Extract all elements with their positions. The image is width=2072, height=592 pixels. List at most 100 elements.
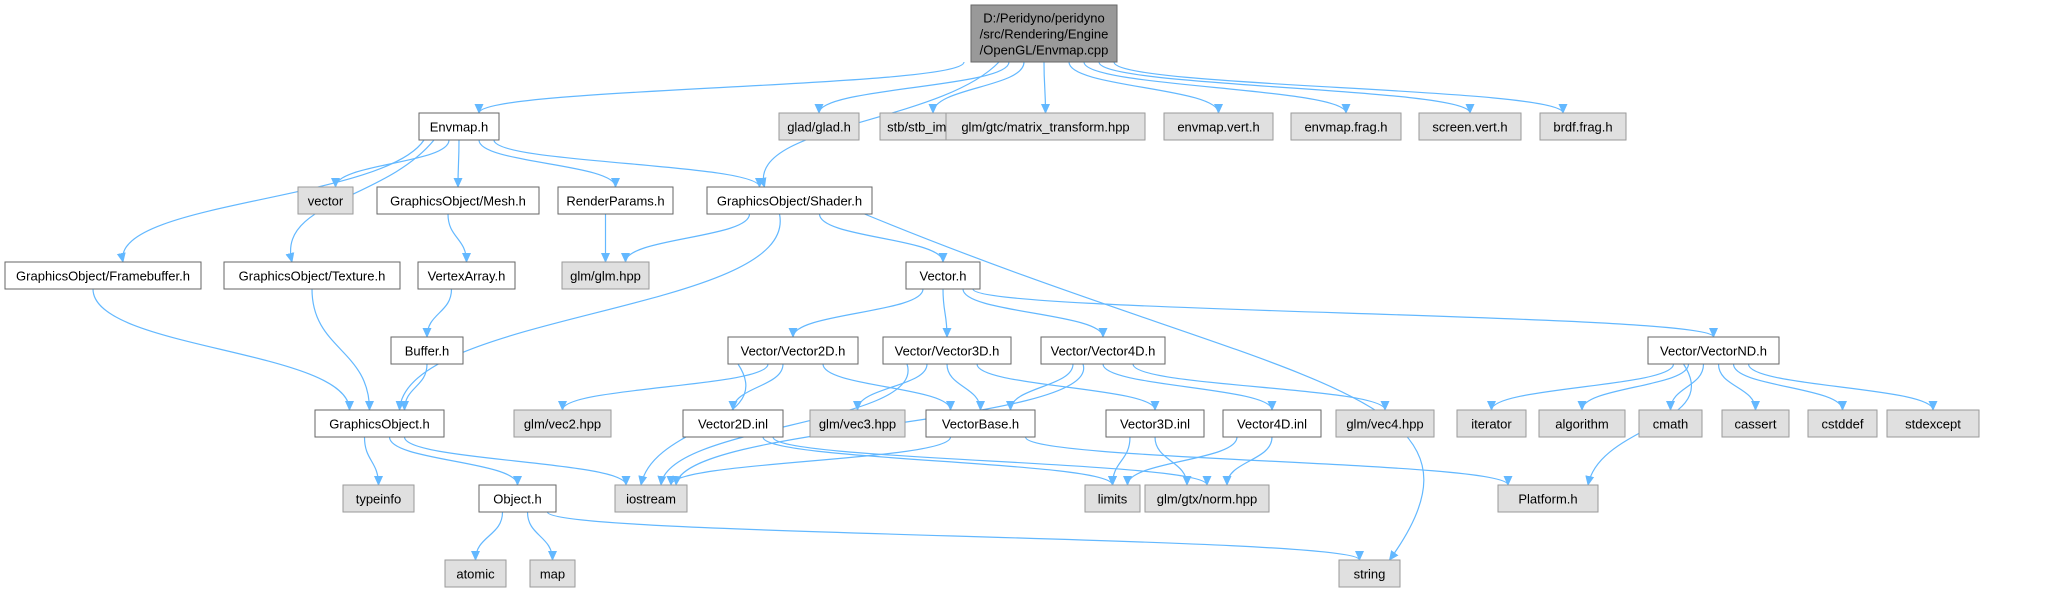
node-vector-base[interactable]: VectorBase.h xyxy=(925,409,1036,438)
node-label: glm/glm.hpp xyxy=(570,269,641,284)
node-vector4d-inl[interactable]: Vector4D.inl xyxy=(1222,409,1322,438)
node-label: screen.vert.h xyxy=(1432,120,1507,135)
node-framebuffer[interactable]: GraphicsObject/Framebuffer.h xyxy=(4,261,202,290)
node-label: glm/vec3.hpp xyxy=(819,417,896,432)
node-shader[interactable]: GraphicsObject/Shader.h xyxy=(706,186,873,215)
file-nodes: D:/Peridyno/peridyno/src/Rendering/Engin… xyxy=(4,4,1980,588)
node-buffer[interactable]: Buffer.h xyxy=(390,336,464,365)
node-box xyxy=(1084,484,1141,513)
node-box xyxy=(682,409,784,438)
node-brdf-frag: brdf.frag.h xyxy=(1539,112,1627,141)
node-box xyxy=(417,261,516,290)
node-map: map xyxy=(529,559,576,588)
node-vector3d-inl[interactable]: Vector3D.inl xyxy=(1105,409,1205,438)
node-stdexcept: stdexcept xyxy=(1886,409,1980,438)
edge-root-to-envmap_frag xyxy=(1083,61,1351,114)
edge-vector2d-to-vector_base xyxy=(822,363,955,411)
edge-vectornd-to-algorithm xyxy=(1577,363,1690,411)
node-vector3d[interactable]: Vector/Vector3D.h xyxy=(882,336,1012,365)
node-label: Envmap.h xyxy=(430,120,489,135)
edge-vector3d_inl-to-norm xyxy=(1154,436,1192,486)
node-vec2: glm/vec2.hpp xyxy=(513,409,612,438)
node-limits: limits xyxy=(1084,484,1141,513)
node-label: GraphicsObject/Framebuffer.h xyxy=(16,269,190,284)
node-label: RenderParams.h xyxy=(566,194,664,209)
node-box xyxy=(478,484,557,513)
node-box xyxy=(513,409,612,438)
edge-vectornd-to-cassert xyxy=(1717,363,1760,411)
edge-vector4d-to-vector4d_inl xyxy=(1102,363,1277,411)
node-texture[interactable]: GraphicsObject/Texture.h xyxy=(223,261,401,290)
node-graphics-object[interactable]: GraphicsObject.h xyxy=(314,409,445,438)
node-platform: Platform.h xyxy=(1497,484,1599,513)
node-glm-hpp: glm/glm.hpp xyxy=(561,261,650,290)
node-vector: vector xyxy=(297,186,354,215)
node-box xyxy=(342,484,415,513)
node-norm: glm/gtx/norm.hpp xyxy=(1144,484,1270,513)
node-vec4: glm/vec4.hpp xyxy=(1335,409,1435,438)
node-box xyxy=(557,186,674,215)
node-label: GraphicsObject/Mesh.h xyxy=(390,194,526,209)
node-vector4d[interactable]: Vector/Vector4D.h xyxy=(1040,336,1166,365)
node-envmap-h[interactable]: Envmap.h xyxy=(418,112,500,141)
root-file-node[interactable]: D:/Peridyno/peridyno/src/Rendering/Engin… xyxy=(970,4,1118,63)
node-label: Vector.h xyxy=(920,269,967,284)
node-box xyxy=(1456,409,1527,438)
node-atomic: atomic xyxy=(444,559,507,588)
edge-vector_h-to-vectornd xyxy=(972,288,1718,338)
node-label: cmath xyxy=(1653,417,1688,432)
edge-vector2d_inl-to-norm xyxy=(772,436,1212,486)
edge-mesh-to-vertex_array xyxy=(447,213,471,263)
edge-envmap_h-to-framebuffer xyxy=(116,139,425,263)
edge-envmap_h-to-shader xyxy=(493,139,764,188)
node-label: atomic xyxy=(456,567,495,582)
node-box xyxy=(1497,484,1599,513)
node-label: stdexcept xyxy=(1905,417,1961,432)
edge-vector4d_inl-to-limits xyxy=(1123,436,1238,486)
node-label: GraphicsObject/Texture.h xyxy=(239,269,386,284)
edge-vector_h-to-vector4d xyxy=(962,288,1108,338)
node-vector-h[interactable]: Vector.h xyxy=(905,261,981,290)
edge-vector2d-to-vec2 xyxy=(558,363,769,411)
node-label: cstddef xyxy=(1822,417,1864,432)
node-label: limits xyxy=(1098,492,1128,507)
edge-vector4d-to-vec4 xyxy=(1132,363,1390,411)
edge-vertex_array-to-buffer xyxy=(422,288,453,338)
node-box xyxy=(1418,112,1522,141)
node-box xyxy=(1040,336,1166,365)
node-vector2d[interactable]: Vector/Vector2D.h xyxy=(727,336,859,365)
edge-root-to-matrix_transform xyxy=(1040,61,1050,114)
node-box xyxy=(925,409,1036,438)
edge-shader-to-string xyxy=(864,213,1425,561)
node-label: iterator xyxy=(1471,417,1512,432)
node-box xyxy=(970,4,1118,63)
edge-vectornd-to-iterator xyxy=(1487,363,1675,411)
edge-object-to-map xyxy=(526,511,557,561)
node-vectornd[interactable]: Vector/VectorND.h xyxy=(1647,336,1780,365)
node-label: D:/Peridyno/peridyno xyxy=(983,11,1104,26)
node-vertex-array[interactable]: VertexArray.h xyxy=(417,261,516,290)
node-box xyxy=(444,559,507,588)
node-box xyxy=(727,336,859,365)
node-label: /OpenGL/Envmap.cpp xyxy=(980,43,1109,58)
node-label: string xyxy=(1354,567,1386,582)
edge-envmap_h-to-mesh xyxy=(453,139,463,188)
node-box xyxy=(223,261,401,290)
edge-vector3d_inl-to-limits xyxy=(1108,436,1131,486)
node-box xyxy=(1222,409,1322,438)
node-algorithm: algorithm xyxy=(1538,409,1626,438)
node-box xyxy=(1105,409,1205,438)
node-box xyxy=(390,336,464,365)
node-render-params[interactable]: RenderParams.h xyxy=(557,186,674,215)
edge-root-to-glad xyxy=(814,61,1010,114)
node-label: glm/vec2.hpp xyxy=(524,417,601,432)
node-object[interactable]: Object.h xyxy=(478,484,557,513)
node-mesh[interactable]: GraphicsObject/Mesh.h xyxy=(376,186,540,215)
edge-root-to-brdf_frag xyxy=(1113,61,1568,114)
node-label: brdf.frag.h xyxy=(1553,120,1612,135)
node-label: Vector/Vector4D.h xyxy=(1051,344,1156,359)
node-label: iostream xyxy=(626,492,676,507)
edge-envmap_h-to-render_params xyxy=(478,139,620,188)
node-box xyxy=(1335,409,1435,438)
node-vector2d-inl[interactable]: Vector2D.inl xyxy=(682,409,784,438)
